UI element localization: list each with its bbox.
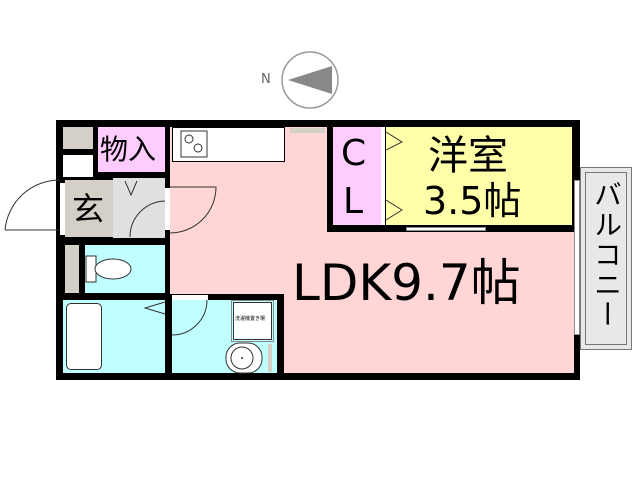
western-room-size: 3.5帖: [423, 179, 522, 223]
pipe-space: [65, 245, 79, 293]
storage-room: [98, 127, 165, 172]
closet-door-marks: [386, 131, 404, 221]
bathtub: [66, 303, 102, 370]
washer-space: 洗濯機置き場: [231, 300, 274, 342]
hallway: [113, 178, 165, 238]
front-door[interactable]: [60, 183, 65, 235]
shoe-box: [63, 155, 93, 177]
bath-door-mark: [143, 301, 166, 315]
sink-icon: [225, 342, 263, 374]
entrance: [65, 180, 113, 237]
closet-label-l: L: [343, 181, 364, 222]
western-room: [386, 127, 572, 225]
door-swings: [4, 179, 217, 238]
toilet-icon: [85, 255, 132, 283]
balcony-window[interactable]: [574, 180, 580, 335]
closet: [333, 127, 381, 225]
shelf: [268, 344, 272, 372]
washroom-door-swing: [172, 300, 208, 336]
north-label: N: [261, 72, 271, 87]
western-room-name: 洋室: [428, 133, 508, 179]
entrance-label: 玄: [72, 190, 105, 228]
ldk-door[interactable]: [165, 188, 170, 230]
stove-icon: [180, 130, 208, 158]
closet-label-c: C: [341, 133, 367, 174]
western-room-door[interactable]: [406, 227, 486, 231]
closet-door[interactable]: [381, 127, 385, 225]
shelf: [63, 127, 93, 149]
window: [290, 128, 325, 133]
washroom-door[interactable]: [172, 295, 208, 300]
washer-space-label: 洗濯機置き場: [235, 316, 266, 322]
ldk-label: LDK9.7帖: [292, 254, 521, 312]
storage-label: 物入: [100, 133, 157, 166]
balcony: バルコニー: [580, 167, 632, 350]
compass-icon: [281, 51, 339, 109]
balcony-label: バルコニー: [590, 180, 623, 330]
